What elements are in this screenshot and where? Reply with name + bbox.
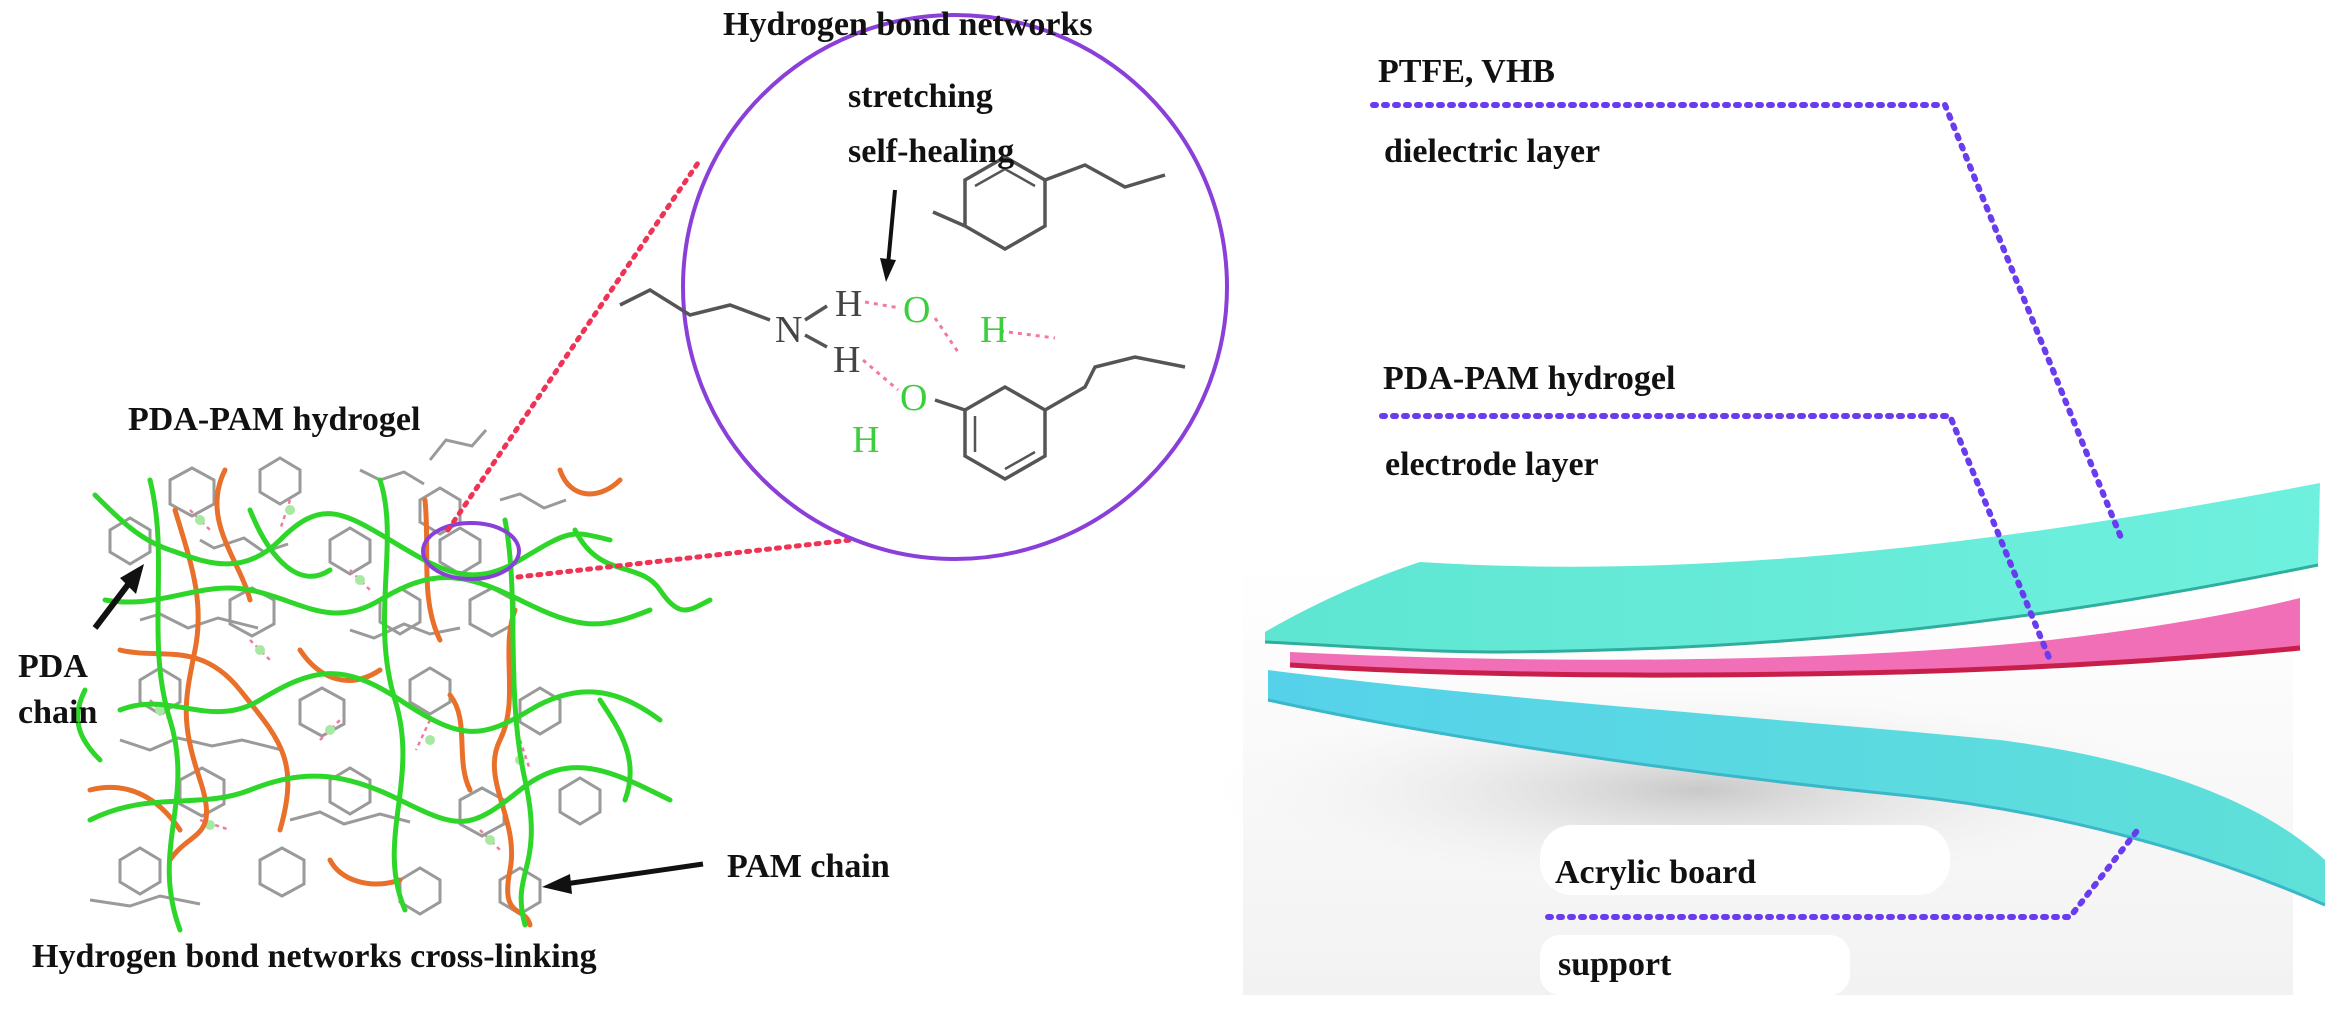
pda-chain-label-line2: chain <box>18 694 97 731</box>
layer2-sub: electrode layer <box>1385 446 1599 483</box>
zoom-note-self-healing: self-healing <box>848 133 1014 170</box>
device-shadow <box>1180 680 2220 900</box>
molecule-structure <box>619 154 1186 482</box>
pam-chain-arrow <box>542 861 704 894</box>
atom-nitrogen: N <box>775 309 802 351</box>
acrylic-label-backdrop <box>1540 825 1950 895</box>
layer-leader-lines <box>1370 102 2143 920</box>
pda-chain-label-line1: PDA <box>18 648 88 685</box>
atom-hydrogen-2: H <box>833 339 860 381</box>
bottom-caption: Hydrogen bond networks cross-linking <box>32 938 597 975</box>
support-label-backdrop <box>1540 935 1850 995</box>
molecular-lattice <box>89 429 602 916</box>
lattice-hbonds <box>149 499 532 851</box>
atom-oxygen-1: O <box>903 289 930 331</box>
layer1-title: PTFE, VHB <box>1378 53 1555 90</box>
layer2-title: PDA-PAM hydrogel <box>1383 360 1675 397</box>
zoom-circle: N H H O H O H stretching self-healing <box>619 13 1229 561</box>
pam-chain-label: PAM chain <box>727 848 890 885</box>
device-illustration <box>1180 483 2326 995</box>
pda-chains <box>75 477 713 933</box>
molecule-hbonds <box>862 300 1056 392</box>
zoom-down-arrow <box>880 189 897 282</box>
pda-chain-arrow <box>92 564 144 630</box>
hydrogel-label: PDA-PAM hydrogel <box>128 401 420 438</box>
atom-hydrogen-4: H <box>852 419 879 461</box>
layer1-sub: dielectric layer <box>1384 133 1600 170</box>
layer3-title: Acrylic board <box>1555 854 1756 891</box>
atom-hydrogen-1: H <box>835 283 862 325</box>
molecular-network <box>75 429 713 933</box>
acrylic-board-layer <box>1268 670 2325 905</box>
zoom-source-ellipse <box>421 521 521 581</box>
zoom-note-stretching: stretching <box>848 78 993 115</box>
zoom-title: Hydrogen bond networks <box>723 6 1093 43</box>
atom-oxygen-2: O <box>900 377 927 419</box>
atom-hydrogen-3: H <box>980 309 1007 351</box>
layer3-sub: support <box>1558 946 1672 983</box>
